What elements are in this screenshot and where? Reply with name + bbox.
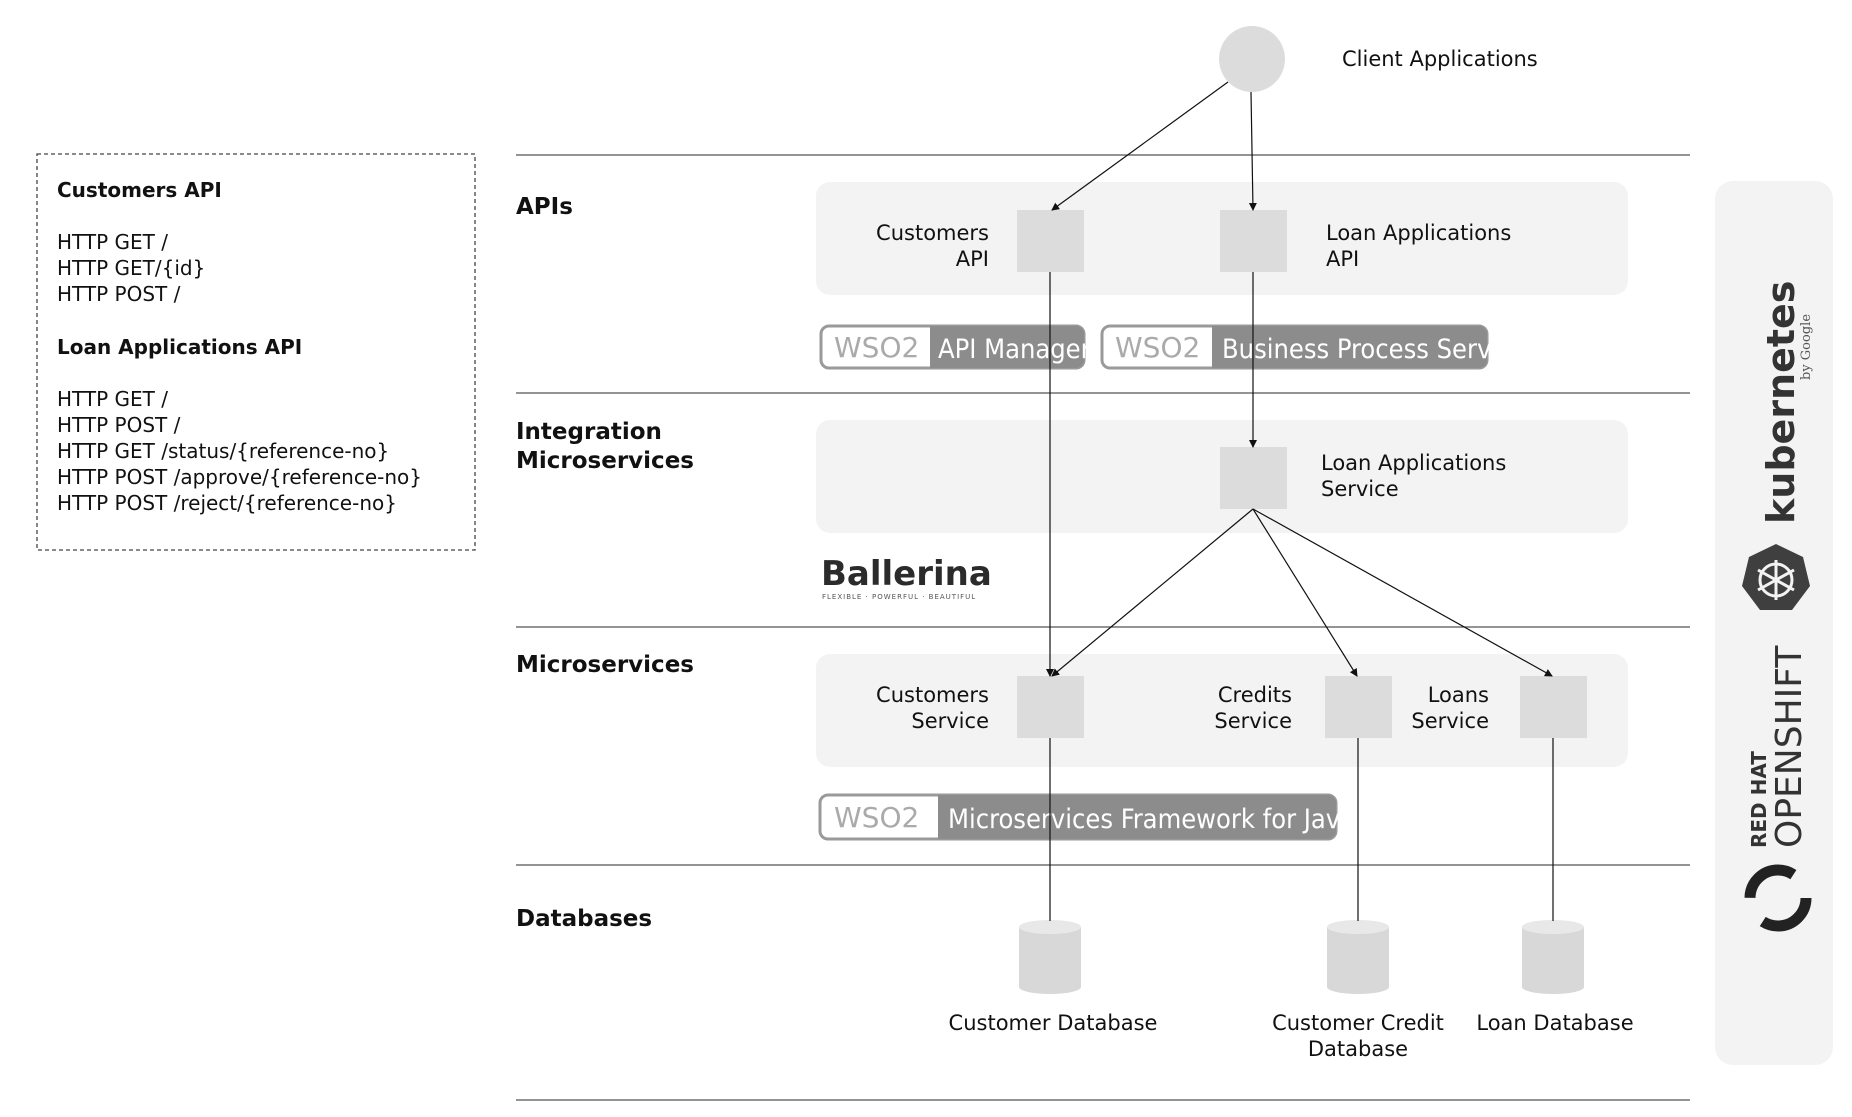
kubernetes-helm-spokes: [1757, 560, 1795, 600]
customers-api-spec-line: HTTP POST /: [57, 282, 181, 306]
customer-database-label: Customer Database: [949, 1011, 1158, 1035]
customers-api-node: [1017, 210, 1084, 272]
openshift-ring-icon: [1744, 864, 1812, 932]
wso2-msf4j-badge: WSO2 Microservices Framework for Java: [818, 793, 1355, 841]
wso2-business-process-server-badge: WSO2 Business Process Server: [1100, 324, 1516, 370]
customers-service-label: Customers: [876, 683, 989, 707]
layer-label-integration: Integration: [516, 419, 662, 445]
customer-database-cylinder: [1019, 920, 1081, 994]
client-applications-node: [1219, 26, 1285, 92]
openshift-logo: OPENSHIFT RED HAT: [1744, 645, 1812, 932]
loans-api-spec-line: HTTP POST /approve/{reference-no}: [57, 465, 422, 489]
customers-service-label: Service: [911, 709, 989, 733]
edge-client-to-customers-api: [1051, 81, 1229, 211]
customers-api-label: Customers: [876, 221, 989, 245]
loans-api-spec-title: Loan Applications API: [57, 335, 302, 359]
edge-loan-service-to-customers-service: [1051, 508, 1254, 677]
layer-label-microservices: Microservices: [516, 652, 694, 678]
business-process-server-text: Business Process Server: [1222, 334, 1516, 365]
platform-panel: [1715, 181, 1833, 1065]
loan-applications-service-label: Loan Applications: [1321, 451, 1506, 475]
loans-api-spec-line: HTTP GET /: [57, 387, 168, 411]
msf4j-text: Microservices Framework for Java: [948, 804, 1355, 835]
edge-loan-service-to-loans-service: [1252, 508, 1553, 677]
loan-applications-api-label: API: [1326, 247, 1359, 271]
wso2-api-manager-badge: WSO2 API Manager: [819, 324, 1091, 370]
wso2-logo-text: WSO2: [1115, 331, 1200, 364]
api-manager-text: API Manager: [938, 334, 1091, 365]
loans-service-label: Loans: [1428, 683, 1489, 707]
edge-client-to-loan-applications-api: [1248, 91, 1257, 211]
loan-applications-api-label: Loan Applications: [1326, 221, 1511, 245]
credits-service-label: Service: [1214, 709, 1292, 733]
loans-service-node: [1520, 676, 1587, 738]
customer-credit-database-label: Customer Credit: [1272, 1011, 1444, 1035]
customers-api-spec-line: HTTP GET/{id}: [57, 256, 205, 280]
customers-api-spec-line: HTTP GET /: [57, 230, 168, 254]
credits-service-label: Credits: [1218, 683, 1292, 707]
loans-api-spec-line: HTTP POST /reject/{reference-no}: [57, 491, 397, 515]
customer-credit-database-label: Database: [1308, 1037, 1408, 1061]
kubernetes-wordmark: kubernetes: [1759, 281, 1803, 524]
loans-api-spec-line: HTTP GET /status/{reference-no}: [57, 439, 389, 463]
by-google-text: by Google: [1799, 314, 1814, 380]
loan-applications-api-node: [1220, 210, 1287, 272]
loan-database-label: Loan Database: [1476, 1011, 1633, 1035]
customer-credit-database-cylinder: [1327, 920, 1389, 994]
api-spec-box: [36, 153, 476, 551]
layer-label-integration: Microservices: [516, 448, 694, 474]
credits-service-node: [1325, 676, 1392, 738]
layer-label-databases: Databases: [516, 906, 652, 932]
openshift-wordmark: OPENSHIFT: [1769, 645, 1810, 848]
layer-label-apis: APIs: [516, 194, 573, 220]
redhat-text: RED HAT: [1747, 751, 1771, 848]
ballerina-logo: Ballerina FLEXIBLE · POWERFUL · BEAUTIFU…: [821, 554, 992, 601]
loans-api-spec-line: HTTP POST /: [57, 413, 181, 437]
loans-service-label: Service: [1411, 709, 1489, 733]
customers-api-label: API: [956, 247, 989, 271]
wso2-logo-text: WSO2: [834, 801, 919, 834]
loan-applications-service-label: Service: [1321, 477, 1399, 501]
customers-service-node: [1017, 676, 1084, 738]
customers-api-spec-title: Customers API: [57, 178, 222, 202]
loan-database-cylinder: [1522, 920, 1584, 994]
kubernetes-logo: kubernetes by Google: [1742, 281, 1814, 610]
wso2-logo-text: WSO2: [834, 331, 919, 364]
loan-applications-service-node: [1220, 447, 1287, 509]
edge-loan-service-to-credits-service: [1252, 508, 1358, 677]
client-applications-label: Client Applications: [1342, 47, 1538, 71]
ballerina-logo-text: Ballerina: [821, 554, 992, 594]
ballerina-tagline: FLEXIBLE · POWERFUL · BEAUTIFUL: [822, 593, 976, 601]
